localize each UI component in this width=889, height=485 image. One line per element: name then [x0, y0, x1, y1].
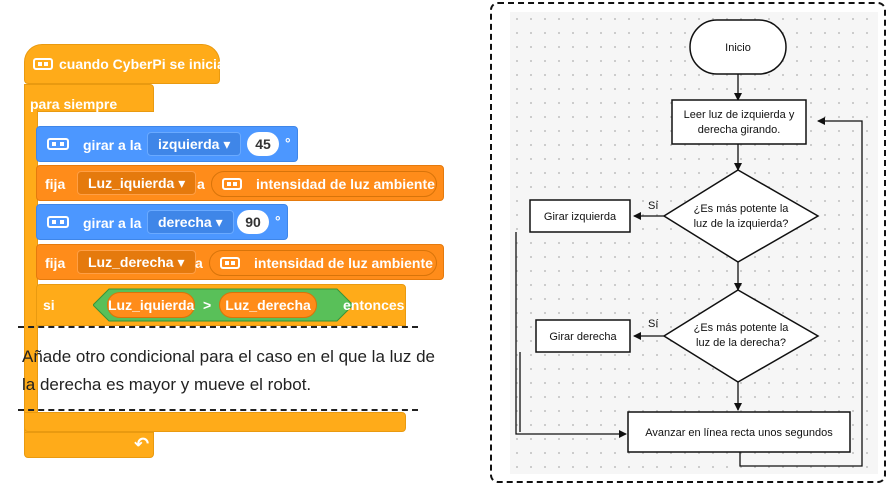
read-light-label-line1: Leer luz de izquierda y: [684, 109, 795, 121]
turn-left-label: girar a la: [83, 137, 142, 153]
forever-footer: [24, 432, 154, 458]
cyberpi-icon: [220, 257, 240, 269]
then-label: entonces: [343, 297, 405, 313]
decision-left-yes-label: Sí: [648, 200, 658, 212]
forever-block[interactable]: [24, 84, 154, 112]
separator-top: [18, 326, 418, 328]
cyberpi-icon: [222, 178, 242, 190]
start-terminal: [689, 19, 787, 75]
set-left-sensor-label: intensidad de luz ambiente: [256, 176, 435, 192]
set-right-to-label: a: [195, 255, 203, 271]
set-right-label: fija: [45, 255, 66, 271]
forever-loop-arrow-icon: ↶: [134, 434, 150, 454]
forever-label: para siempre: [30, 96, 118, 112]
read-light-label-line2: derecha girando.: [698, 124, 781, 136]
set-left-block[interactable]: fija Luz_iquierda ▾ a intensidad de luz …: [36, 165, 444, 201]
move-forward-process: [627, 411, 851, 453]
decision-right-stronger: [662, 289, 820, 383]
turn-right-unit: °: [275, 213, 281, 229]
turn-right-direction-dropdown[interactable]: derecha ▾: [147, 210, 234, 234]
compare-left-reporter[interactable]: Luz_iquierda: [107, 292, 195, 318]
decision-left-stronger: [662, 169, 820, 263]
robot-icon: [47, 138, 69, 150]
start-label: Inicio: [725, 42, 751, 54]
if-block[interactable]: si Luz_iquierda > Luz_derecha entonces: [36, 284, 406, 326]
robot-icon: [47, 216, 69, 228]
set-right-block[interactable]: fija Luz_derecha ▾ a intensidad de luz a…: [36, 244, 444, 280]
decision-right-line2: luz de la derecha?: [696, 337, 786, 349]
compare-operator: >: [203, 297, 212, 313]
set-right-sensor-label: intensidad de luz ambiente: [254, 255, 433, 271]
hat-block[interactable]: cuando CyberPi se inicia: [24, 44, 225, 84]
set-right-variable-dropdown[interactable]: Luz_derecha ▾: [77, 250, 196, 274]
separator-bottom: [18, 409, 418, 411]
decision-right-yes-label: Sí: [648, 318, 658, 330]
turn-left-process-label: Girar izquierda: [544, 211, 617, 223]
turn-right-process-label: Girar derecha: [549, 331, 617, 343]
set-left-to-label: a: [197, 176, 205, 192]
turn-left-direction-dropdown[interactable]: izquierda ▾: [147, 132, 242, 156]
move-forward-label: Avanzar en línea recta unos segundos: [645, 427, 833, 439]
set-left-sensor-reporter[interactable]: intensidad de luz ambiente: [211, 171, 437, 197]
turn-left-block[interactable]: girar a la izquierda ▾ 45 °: [36, 126, 298, 162]
read-light-process: [671, 99, 807, 145]
set-right-sensor-reporter[interactable]: intensidad de luz ambiente: [209, 250, 437, 276]
turn-left-process: [529, 199, 631, 233]
compare-right-reporter[interactable]: Luz_derecha: [219, 292, 317, 318]
forever-bottom: [24, 412, 406, 432]
decision-left-line1: ¿Es más potente la: [694, 203, 790, 215]
decision-right-line1: ¿Es más potente la: [694, 322, 790, 334]
hat-label: cuando CyberPi se inicia: [59, 56, 225, 72]
set-left-variable-dropdown[interactable]: Luz_iquierda ▾: [77, 171, 197, 195]
instruction-caption: Añade otro condicional para el caso en e…: [22, 347, 436, 394]
flowchart-canvas: [510, 12, 878, 474]
cyberpi-icon: [33, 58, 53, 70]
turn-right-degrees-input[interactable]: 90: [237, 210, 269, 234]
if-label: si: [43, 297, 55, 313]
flow-connectors: [515, 74, 863, 467]
flowchart-frame: [490, 2, 886, 483]
decision-left-line2: luz de la izquierda?: [694, 218, 789, 230]
turn-left-unit: °: [285, 135, 291, 151]
turn-right-process: [535, 319, 631, 353]
turn-right-label: girar a la: [83, 215, 142, 231]
turn-right-block[interactable]: girar a la derecha ▾ 90 °: [36, 204, 288, 240]
turn-left-degrees-input[interactable]: 45: [247, 132, 279, 156]
set-left-label: fija: [45, 176, 66, 192]
